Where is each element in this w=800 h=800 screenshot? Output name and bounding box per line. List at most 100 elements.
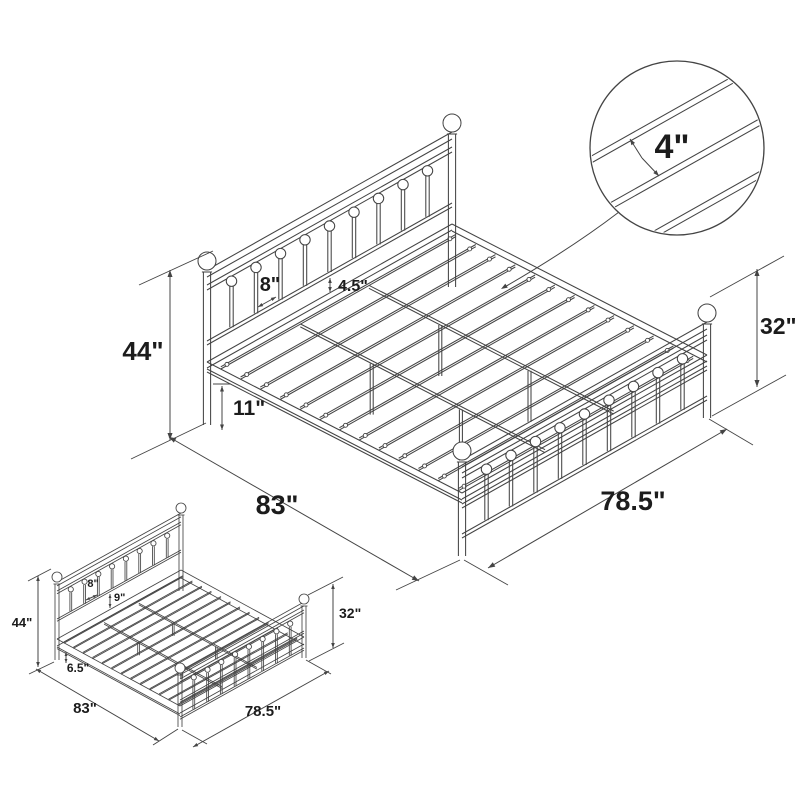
- finial-ball: [164, 532, 171, 539]
- arrowhead: [270, 297, 276, 302]
- slat-spacing-callout: [589, 60, 765, 236]
- arrowhead: [331, 584, 335, 589]
- big-clearance-label: 11": [233, 397, 265, 420]
- big-rail-gap-label: 4.5": [338, 278, 368, 295]
- diagram-line: [103, 622, 223, 688]
- extension-line: [308, 642, 345, 662]
- diagram-line: [604, 147, 763, 234]
- diagram-line: [260, 256, 496, 390]
- diagram-line: [56, 512, 182, 583]
- arrowhead: [64, 659, 68, 663]
- slat-connector: [264, 382, 269, 388]
- extension-line: [395, 559, 461, 591]
- diagram-line: [398, 327, 635, 461]
- diagram-line: [461, 360, 708, 500]
- arrowhead: [501, 283, 508, 289]
- finial-ball: [175, 502, 187, 514]
- slat-connector: [382, 443, 388, 449]
- finial-ball: [348, 206, 360, 218]
- diagram-line: [73, 580, 193, 648]
- diagram-line: [220, 236, 457, 370]
- dimension-line: [487, 428, 728, 569]
- finial-ball: [554, 422, 566, 434]
- arrowhead: [167, 433, 173, 440]
- small-spindle-spacing-label: 8": [87, 578, 98, 590]
- diagram-line: [378, 317, 615, 451]
- diagram-line: [461, 399, 708, 539]
- diagram-line: [138, 602, 258, 668]
- diagram-line: [120, 606, 241, 674]
- diagram-line: [179, 605, 305, 676]
- extension-line: [130, 422, 207, 460]
- diagram-line: [206, 361, 463, 494]
- diagram-line: [56, 646, 181, 715]
- dimension-line: [192, 670, 330, 748]
- finial-ball: [245, 643, 252, 650]
- diagram-line: [103, 623, 223, 689]
- arrowhead: [36, 669, 42, 674]
- small-deck-gap-label: 9": [114, 592, 125, 604]
- finial-ball: [51, 571, 63, 583]
- diagram-line: [82, 586, 203, 654]
- diagram-line: [92, 590, 212, 658]
- finial-ball: [218, 658, 225, 666]
- diagram-line: [206, 138, 453, 278]
- slat-connector: [441, 473, 447, 479]
- diagram-line: [461, 354, 708, 494]
- diagram-line: [299, 274, 536, 408]
- slat-connector: [244, 372, 250, 377]
- diagram-line: [120, 607, 241, 675]
- arrowhead: [92, 595, 97, 598]
- diagram-line: [279, 266, 516, 400]
- diagram-line: [358, 307, 595, 441]
- arrowhead: [220, 386, 224, 392]
- arrowhead: [108, 594, 112, 598]
- diagram-line: [56, 521, 182, 592]
- finial-ball: [480, 463, 493, 475]
- finial-ball: [232, 651, 239, 658]
- diagram-line: [63, 575, 184, 643]
- finial-ball: [697, 303, 717, 323]
- extension-line: [181, 729, 208, 745]
- finial-ball: [298, 593, 310, 605]
- finial-ball: [529, 435, 542, 448]
- diagram-line: [461, 334, 708, 474]
- finial-ball: [578, 408, 591, 420]
- finial-ball: [287, 620, 294, 627]
- dimension-line: [168, 436, 420, 582]
- slat-connector: [303, 402, 309, 408]
- slat-connector: [224, 361, 230, 367]
- diagram-line: [206, 229, 453, 369]
- small-headboard-height-label: 44": [12, 615, 33, 630]
- extension-line: [138, 250, 214, 286]
- diagram-line: [179, 612, 305, 683]
- diagram-line: [180, 569, 305, 638]
- diagram-line: [319, 286, 556, 421]
- finial-ball: [627, 380, 640, 393]
- diagram-line: [299, 276, 536, 411]
- finial-ball: [505, 449, 517, 462]
- big-footboard-height-label: 32": [760, 313, 797, 339]
- diagram-line: [149, 622, 269, 690]
- arrowhead: [411, 575, 419, 581]
- arrowhead: [108, 604, 112, 608]
- diagram-line: [179, 636, 305, 707]
- diagram-line: [56, 516, 182, 587]
- diagram-line: [206, 202, 453, 342]
- diagram-line: [56, 569, 182, 640]
- diagram-line: [82, 585, 203, 653]
- arrowhead: [36, 662, 40, 667]
- small-width-label: 78.5": [245, 703, 281, 720]
- diagram-line: [179, 630, 305, 701]
- diagram-line: [111, 601, 231, 669]
- finial-ball: [452, 441, 472, 461]
- diagram-line: [461, 369, 708, 509]
- diagram-line: [461, 321, 708, 461]
- finial-ball: [174, 662, 186, 674]
- finial-ball: [190, 674, 197, 681]
- arrowhead: [754, 380, 760, 387]
- slat-connector: [585, 307, 591, 313]
- callout-leader: [502, 211, 620, 289]
